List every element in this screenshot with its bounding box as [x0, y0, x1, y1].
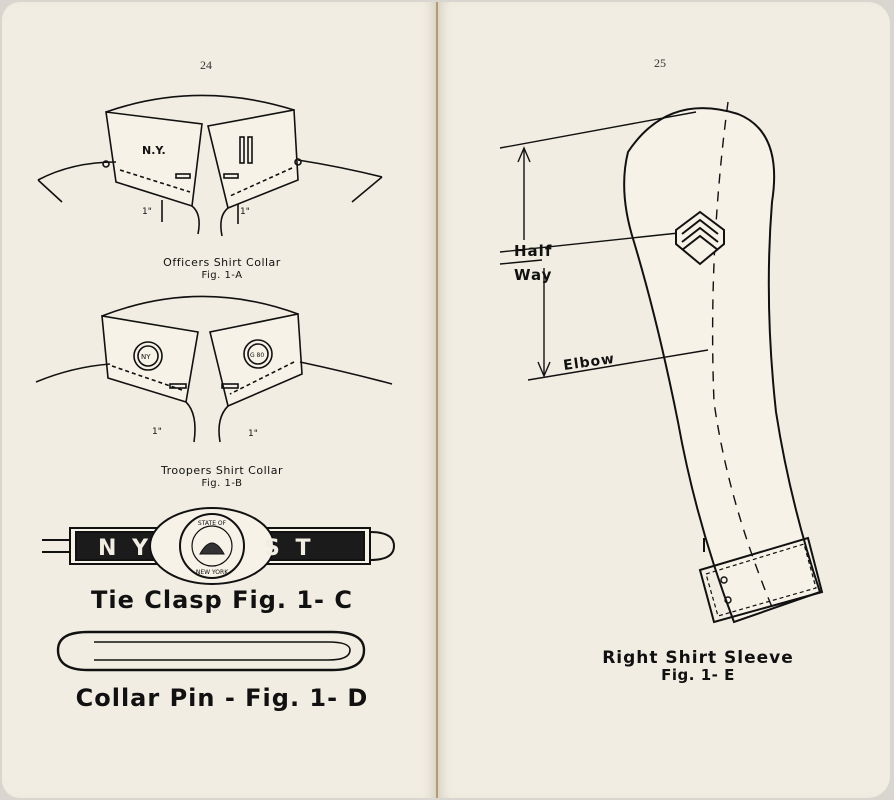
sergeant-chevron-insignia — [675, 210, 725, 266]
way-label: Way — [514, 266, 552, 284]
tie-clasp-left-text: N Y — [98, 536, 152, 561]
officers-collar-drawing — [37, 94, 383, 237]
fig-c-caption: Tie Clasp Fig. 1- C — [91, 586, 353, 614]
trooper-right-button-text: G 80 — [250, 352, 264, 359]
fig-a-label: Fig. 1-A — [201, 270, 243, 281]
right-page: 25 — [438, 2, 890, 798]
troopers-collar-drawing — [35, 295, 393, 443]
elbow-label: Elbow — [562, 351, 616, 374]
half-label: Half — [514, 242, 552, 260]
fig-e-title: Right Shirt Sleeve — [602, 648, 794, 668]
fig-b-title: Troopers Shirt Collar — [161, 464, 283, 477]
fig-a-measure-right: 1" — [240, 207, 250, 217]
book-gutter — [436, 2, 438, 798]
trooper-left-button-text: NY — [141, 353, 151, 361]
fig-b-measure-right: 1" — [248, 429, 258, 439]
left-page: 24 — [2, 2, 436, 798]
page-number-right: 25 — [654, 56, 666, 70]
tie-clasp-drawing — [42, 507, 396, 585]
fig-a-measure-left: 1" — [142, 207, 152, 217]
tie-clasp-right-text: S T — [264, 536, 315, 561]
right-page-illustrations: Half Way Elbow — [499, 101, 824, 624]
seal-top-text: STATE OF — [198, 520, 227, 527]
sleeve-drawing — [499, 101, 824, 624]
page-number-left: 24 — [200, 58, 212, 72]
left-page-illustrations: N.Y. 1" 1" NY G 80 — [35, 94, 396, 672]
officer-insignia-text: N.Y. — [142, 144, 166, 157]
fig-e-label: Fig. 1- E — [661, 666, 735, 684]
fig-b-label: Fig. 1-B — [201, 478, 243, 489]
seal-bottom-text: NEW YORK — [196, 569, 229, 576]
fig-d-caption: Collar Pin - Fig. 1- D — [75, 684, 369, 712]
collar-pin-drawing — [56, 630, 366, 672]
fig-b-measure-left: 1" — [152, 427, 162, 437]
fig-a-title: Officers Shirt Collar — [163, 256, 281, 269]
